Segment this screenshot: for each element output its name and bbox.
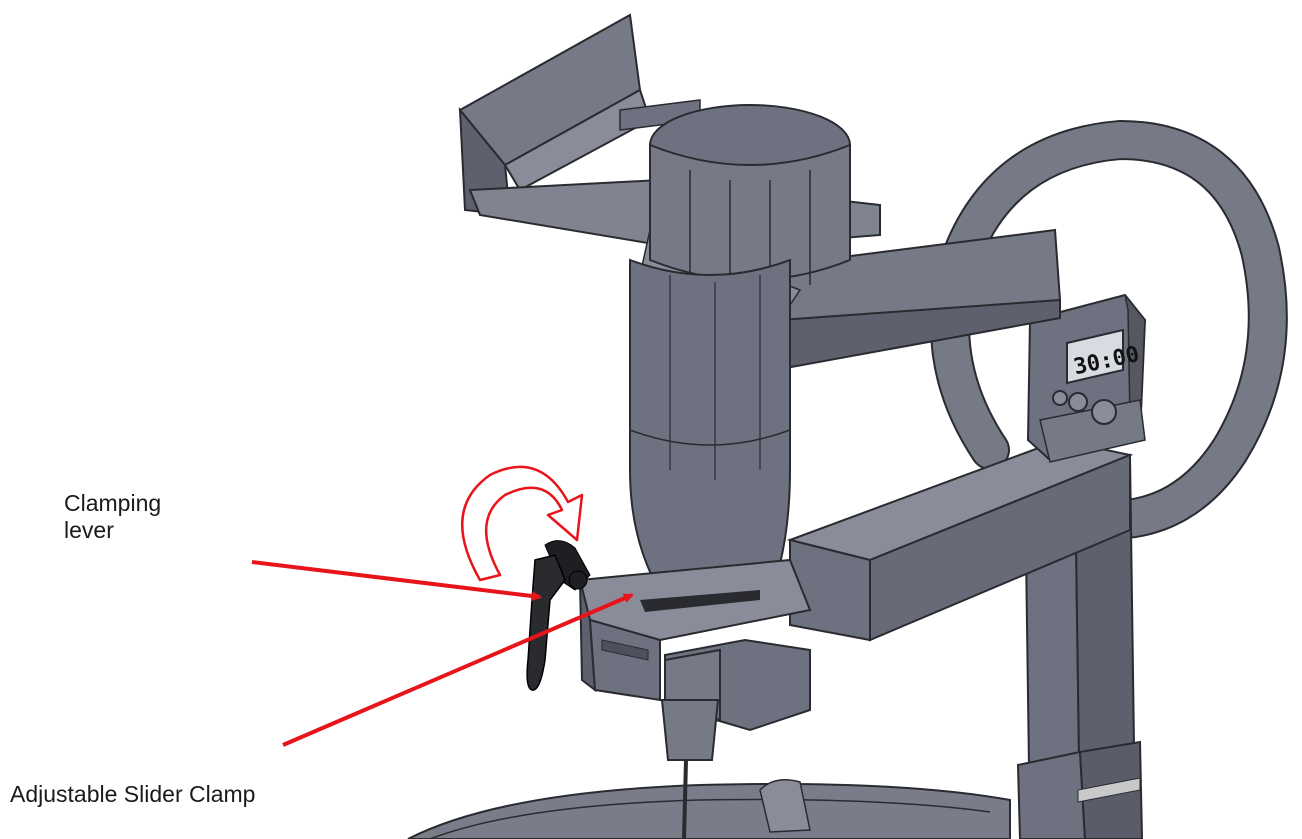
slider-clamp-label: Adjustable Slider Clamp [10,781,256,807]
slider-pointer-arrow [282,593,634,747]
clamping-lever-label-line2: lever [64,517,114,543]
lever-pointer-arrow [251,560,542,601]
timer-device [1026,293,1147,463]
clamping-lever-label: Clamping lever [64,490,224,544]
bowl [407,779,1011,839]
mixer-shaft [660,699,720,839]
clamping-lever-label-line1: Clamping [64,490,162,516]
clamping-lever [526,540,591,691]
motor-body [629,104,851,621]
horizontal-arm [786,438,1134,642]
rotation-arrow-icon [461,465,584,582]
